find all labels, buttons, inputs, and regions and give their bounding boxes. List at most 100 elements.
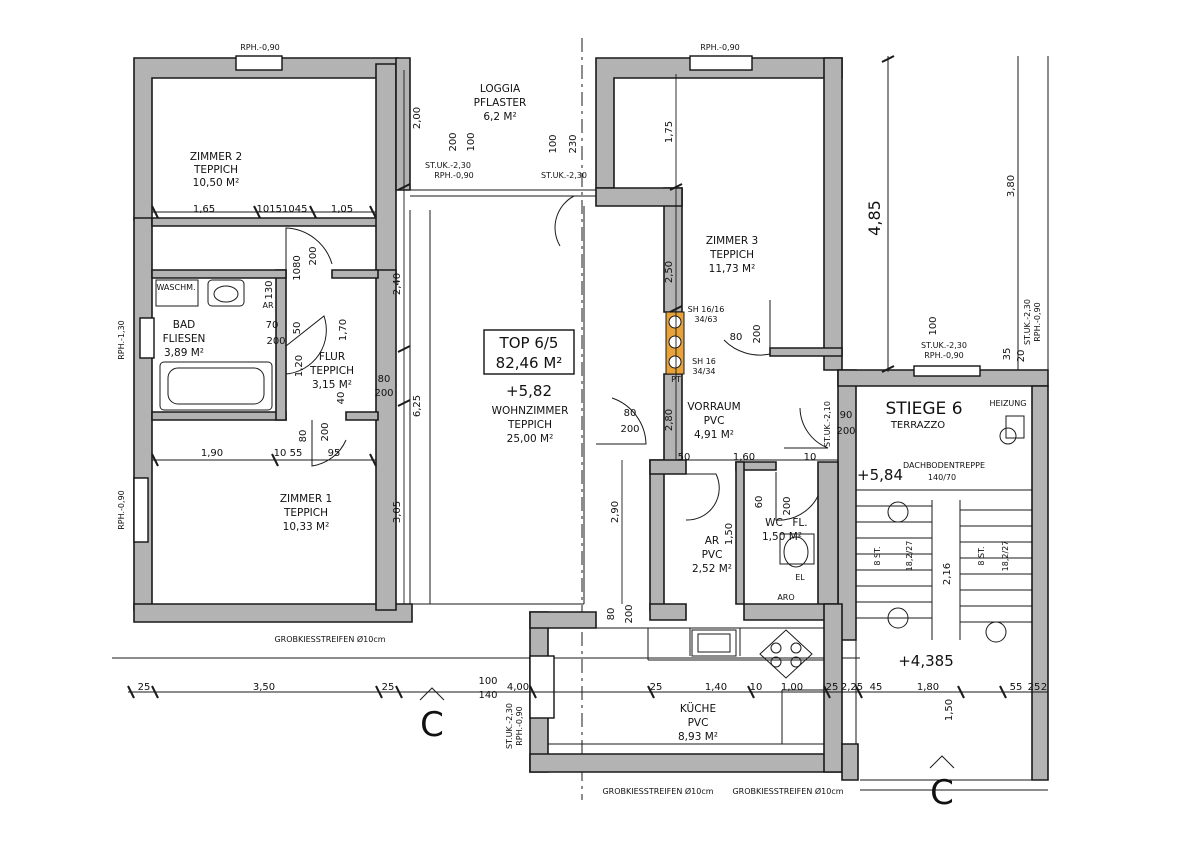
section-markers: C C: [419, 687, 955, 813]
room-area: 10,50 M²: [193, 177, 240, 189]
dim-label: 25: [382, 682, 395, 693]
wall-z2-bottom: [151, 217, 379, 227]
room-floor: TEPPICH: [283, 507, 328, 519]
window-label: RPH.-0,90: [924, 351, 964, 360]
dim-label: 1,50: [724, 523, 735, 545]
unit-top: TOP 6/5: [499, 334, 559, 352]
dim-label: 95: [328, 448, 341, 459]
stair-labels: STIEGE 6 TERRAZZO DACHBODENTREPPE 140/70…: [857, 399, 1026, 670]
dim-label: 140: [478, 690, 497, 701]
washbasin: [207, 279, 245, 307]
dim-label: 200: [266, 336, 285, 347]
dim-label: 200: [320, 422, 331, 441]
dim-label: 25: [138, 682, 151, 693]
dim-label: 80: [378, 374, 391, 385]
window-label: ST.UK.-2,30: [505, 703, 514, 749]
window-label: RPH.-0,90: [240, 43, 280, 52]
room-floor: TEPPICH: [193, 164, 238, 176]
staircase: [856, 415, 1032, 643]
wall-wc-east: [817, 461, 839, 611]
room-name: WOHNZIMMER: [492, 405, 569, 417]
dim-label: 200: [308, 246, 319, 265]
room-area: 3,89 M²: [164, 347, 204, 359]
dim-label: 100: [466, 132, 477, 151]
window-label: RPH.-0,90: [434, 171, 474, 180]
room-area: 25,00 M²: [507, 433, 554, 445]
room-floor: TEPPICH: [709, 249, 754, 261]
wall-z3-loggia: [595, 187, 683, 207]
stair-heating: HEIZUNG: [990, 399, 1027, 408]
wall-z3-bottom: [769, 347, 843, 357]
dim-label: 1,60: [733, 452, 755, 463]
room-floor: FL.: [792, 517, 807, 529]
window-label: ST.UK.-2,30: [541, 171, 587, 180]
unit-area: 82,46 M²: [496, 354, 563, 372]
partitions: [409, 189, 857, 745]
dim-label: 100: [548, 134, 559, 153]
wc-bowl-box: [779, 533, 815, 565]
dim-label: 200: [782, 496, 793, 515]
dim-label: 1080: [292, 255, 303, 280]
dimension-labels: 4,85 3,80 2,00 1,75 2,50 2,40 6,25 3,05 …: [138, 107, 1048, 721]
dim-label: 80: [606, 608, 617, 621]
window-label: RPH.-1,30: [117, 320, 126, 360]
dim-label: 100: [478, 676, 497, 687]
dim-label: 35: [1002, 348, 1013, 361]
unit-level: +5,82: [506, 382, 552, 400]
window-label: RPH.-0,90: [700, 43, 740, 52]
washing-machine: [155, 279, 199, 307]
room-floor: TEPPICH: [309, 365, 354, 377]
window-z2: [235, 55, 283, 71]
wall-kitchen-north: [529, 611, 597, 629]
dim-label: 90: [840, 410, 853, 421]
door-ar: [684, 473, 720, 521]
dim-label: 60: [754, 496, 765, 509]
fixture-label: AR: [262, 301, 273, 310]
wall-loggia-left: [395, 57, 411, 191]
wall-ar-west: [649, 459, 665, 611]
fixture-labels: SH 16/16 34/63 SH 16 34/34 PT AR ARO WAS…: [156, 283, 805, 602]
dim-label: 2,80: [664, 409, 675, 431]
dim-label: 2,00: [412, 107, 423, 129]
window-label: ST.UK.-2,10: [823, 401, 832, 447]
window-bad: [139, 317, 155, 359]
window-z1: [133, 477, 149, 543]
wall-north-right: [595, 57, 843, 189]
shaft-label: PT: [671, 375, 681, 384]
dim-label: 2,90: [610, 501, 621, 523]
dim-label: 10 55: [274, 448, 303, 459]
dim-label: 25: [1028, 682, 1041, 693]
shaft-label: 34/63: [694, 315, 717, 324]
door-wz: [596, 397, 647, 445]
dim-label: 50: [678, 452, 691, 463]
room-floor: PVC: [688, 717, 709, 729]
wall-kitchen-south: [529, 753, 843, 773]
stair-steps-right: 18,2/27: [1001, 541, 1010, 572]
dim-label: 3,80: [1006, 175, 1017, 197]
dimension-lines: [127, 55, 1048, 699]
dim-label: 100: [928, 316, 939, 335]
room-floor: PFLASTER: [474, 97, 527, 109]
dim-label: 45: [870, 682, 883, 693]
dim-label: 10: [750, 682, 763, 693]
dim-label: 2,40: [392, 273, 403, 295]
section-mark-right: C: [930, 773, 954, 813]
dim-label: 1,40: [705, 682, 727, 693]
dim-label: 1,50: [944, 699, 955, 721]
wall-bad-top: [151, 269, 287, 279]
room-area: 10,33 M²: [283, 521, 330, 533]
window-label: ST.UK.-2,30: [921, 341, 967, 350]
stair-attic-size: 140/70: [928, 473, 956, 482]
wall-right-lower: [841, 743, 859, 781]
dim-label: 10151045: [257, 204, 308, 215]
dim-label: 2,50: [664, 261, 675, 283]
window-label: ST.UK.-2,30: [425, 161, 471, 170]
dim-label: 1,00: [781, 682, 803, 693]
dim-label: 2,25: [841, 682, 863, 693]
dim-label: 1,20: [294, 355, 305, 377]
dim-label: 2,16: [942, 563, 953, 585]
wall-z1-top-right: [345, 411, 379, 421]
dim-label: 3,05: [392, 501, 403, 523]
dim-label: 80: [298, 430, 309, 443]
